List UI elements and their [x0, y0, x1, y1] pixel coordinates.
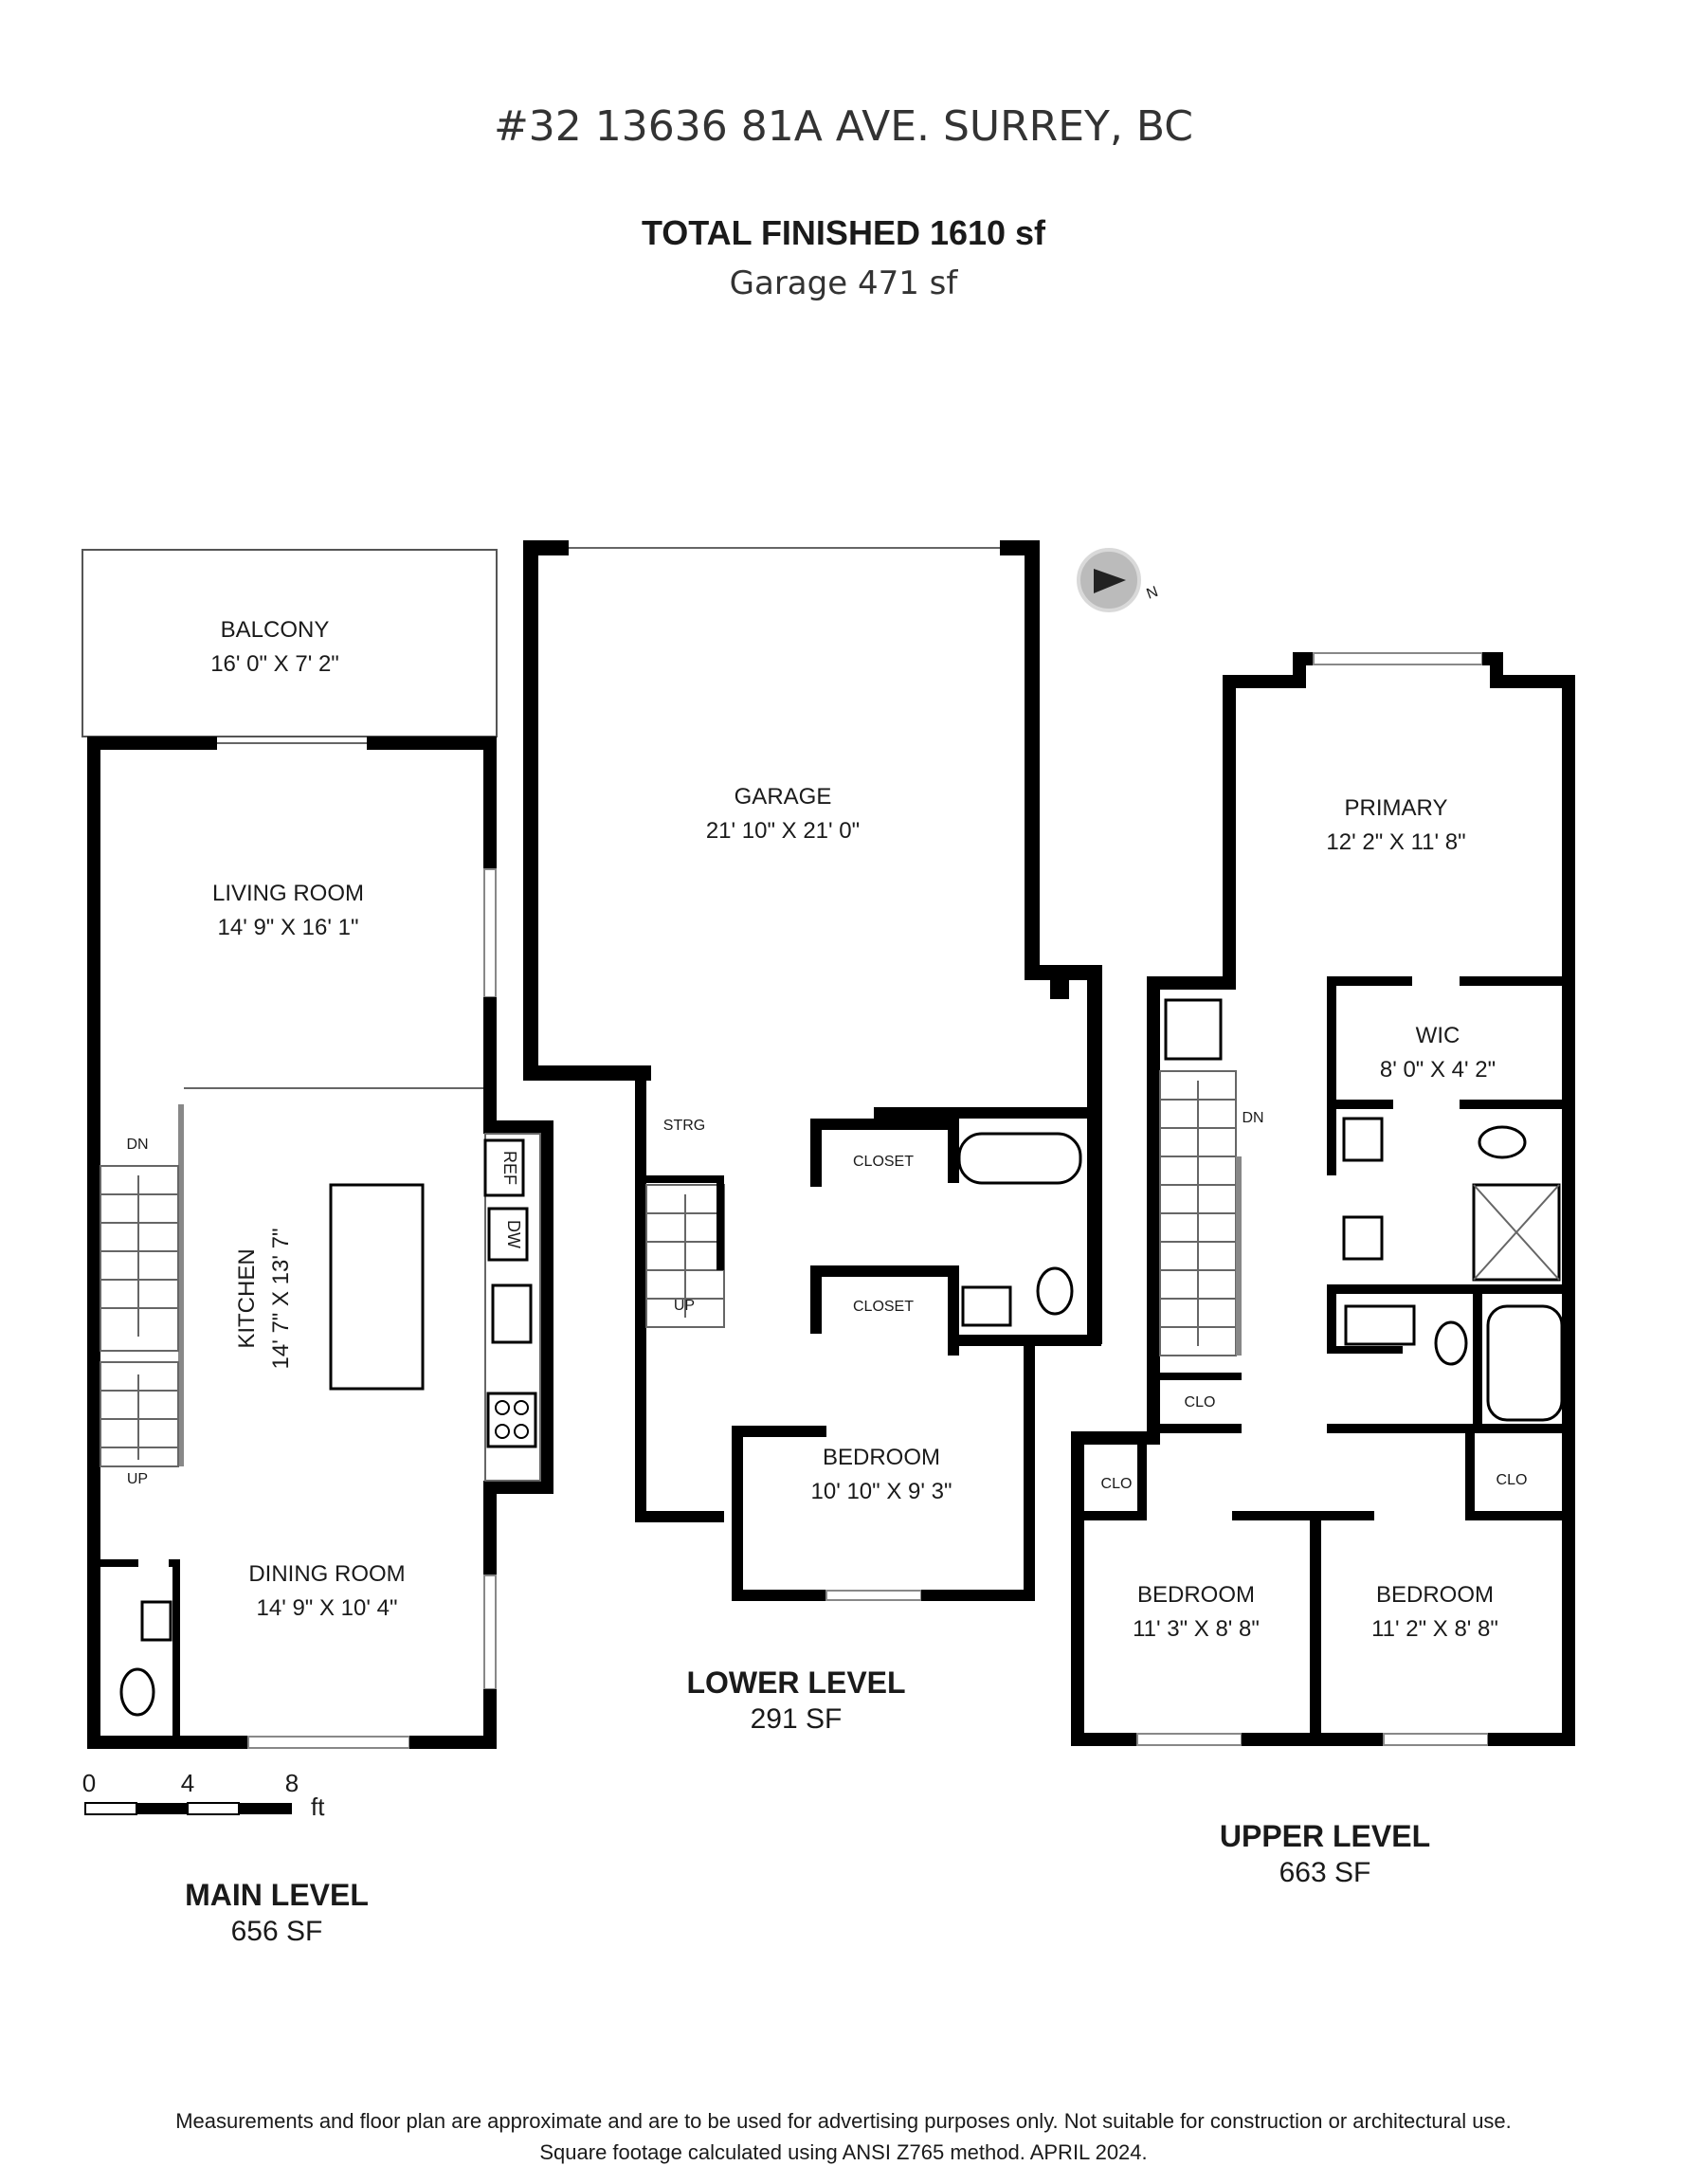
main-stairs-up	[100, 1361, 179, 1467]
main-level-area: 656 SF	[231, 1916, 323, 1947]
lower-level-title: LOWER LEVEL	[686, 1665, 905, 1700]
closet-label-1: CLOSET	[853, 1154, 914, 1170]
disclaimer-line-1: Measurements and floor plan are approxim…	[175, 2109, 1512, 2133]
living-room-name: LIVING ROOM	[212, 881, 364, 906]
lower-up-label: UP	[674, 1298, 695, 1314]
main-level-plan: BALCONY 16' 0" X 7' 2" LIVING ROOM 14' 9…	[82, 549, 553, 1749]
upper-dn-label: DN	[1242, 1110, 1263, 1126]
balcony-name: BALCONY	[221, 617, 330, 643]
total-finished: TOTAL FINISHED 1610 sf	[642, 213, 1046, 252]
main-stairs-down	[100, 1165, 179, 1352]
garage-name: GARAGE	[735, 784, 832, 810]
clo-label-2: CLO	[1101, 1476, 1133, 1492]
primary-name: PRIMARY	[1345, 795, 1448, 821]
compass-label: N	[1145, 584, 1161, 603]
upper-bedroom-1-dims: 11' 3" X 8' 8"	[1133, 1616, 1260, 1642]
upper-bedroom-2-dims: 11' 2" X 8' 8"	[1371, 1616, 1498, 1642]
closet-label-2: CLOSET	[853, 1299, 914, 1315]
primary-dims: 12' 2" X 11' 8"	[1326, 829, 1465, 855]
dining-room-name: DINING ROOM	[248, 1561, 405, 1587]
strg-label: STRG	[663, 1118, 705, 1134]
upper-level-plan: PRIMARY 12' 2" X 11' 8" WIC 8' 0" X 4' 2…	[1071, 652, 1575, 1746]
upper-bedroom-2-name: BEDROOM	[1376, 1582, 1494, 1608]
wic-dims: 8' 0" X 4' 2"	[1380, 1057, 1496, 1083]
garage-area: Garage 471 sf	[730, 264, 959, 302]
kitchen-dims: 14' 7" X 13' 7"	[268, 1228, 294, 1370]
disclaimer-line-2: Square footage calculated using ANSI Z76…	[539, 2140, 1147, 2164]
lower-bedroom-name: BEDROOM	[823, 1445, 940, 1470]
kitchen-island	[329, 1183, 425, 1391]
scale-bar: 0 4 8 ft	[82, 1769, 325, 1821]
dw-label: DW	[504, 1220, 523, 1248]
main-dn-label: DN	[126, 1137, 148, 1153]
lower-level-plan: GARAGE 21' 10" X 21' 0" BEDROOM 10' 10" …	[523, 540, 1102, 1601]
main-up-label: UP	[127, 1471, 148, 1487]
upper-bedroom-1-name: BEDROOM	[1137, 1582, 1255, 1608]
wic-name: WIC	[1416, 1023, 1460, 1048]
north-compass-icon: N	[1077, 548, 1161, 612]
kitchen-name: KITCHEN	[234, 1248, 260, 1348]
ref-label: REF	[500, 1151, 519, 1185]
scale-tick-0: 0	[82, 1769, 96, 1797]
living-room-dims: 14' 9" X 16' 1"	[218, 915, 359, 940]
clo-label-3: CLO	[1497, 1472, 1528, 1488]
scale-tick-8: 8	[285, 1769, 299, 1797]
clo-label-1: CLO	[1185, 1394, 1216, 1410]
dining-room-dims: 14' 9" X 10' 4"	[257, 1595, 398, 1621]
lower-bedroom-dims: 10' 10" X 9' 3"	[811, 1479, 952, 1504]
upper-level-title: UPPER LEVEL	[1220, 1819, 1430, 1853]
garage-dims: 21' 10" X 21' 0"	[706, 818, 860, 844]
balcony-outline	[82, 549, 498, 737]
range-icon	[486, 1392, 537, 1448]
address-title: #32 13636 81A AVE. SURREY, BC	[494, 102, 1193, 151]
upper-level-area: 663 SF	[1279, 1857, 1371, 1888]
lower-level-area: 291 SF	[751, 1703, 843, 1735]
main-level-title: MAIN LEVEL	[185, 1878, 369, 1912]
balcony-dims: 16' 0" X 7' 2"	[210, 651, 339, 677]
scale-unit: ft	[311, 1793, 325, 1821]
scale-tick-4: 4	[181, 1769, 194, 1797]
